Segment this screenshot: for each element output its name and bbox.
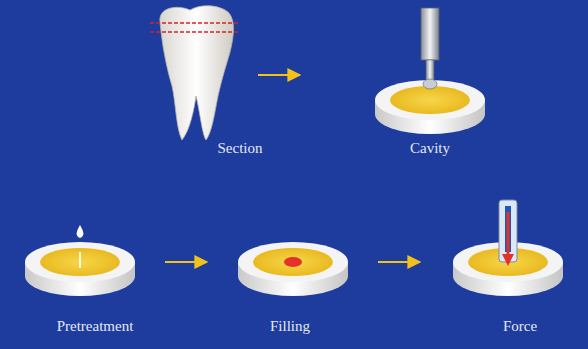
- step-label: Filling: [270, 318, 310, 335]
- filling: [284, 257, 302, 267]
- plunger: [499, 200, 517, 262]
- step-label: Force: [503, 318, 537, 335]
- step-label: Pretreatment: [57, 318, 134, 335]
- drill: [421, 8, 439, 89]
- drop: [77, 225, 84, 238]
- tooth: [150, 6, 240, 140]
- step-label: Section: [218, 140, 263, 157]
- step-label: Cavity: [410, 140, 450, 157]
